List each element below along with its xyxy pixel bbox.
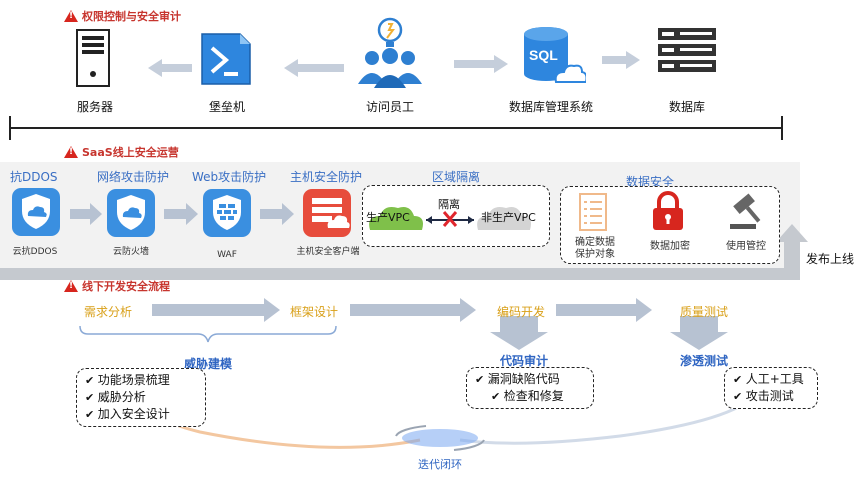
bastion-terminal-icon (201, 33, 251, 85)
section-title-offline: 线下开发安全流程 (64, 278, 170, 294)
host-security-icon (303, 189, 351, 237)
threat-modeling-list: 功能场景梳理 威胁分析 加入安全设计 (76, 368, 206, 427)
data-item-usage-control: 使用管控 (726, 241, 766, 252)
bastion-label: 堡垒机 (208, 100, 245, 114)
server-label: 服务器 (76, 100, 113, 114)
data-item-encryption: 数据加密 (650, 241, 690, 252)
threat-item: 威胁分析 (85, 389, 197, 406)
isolation-label: 隔离 (438, 198, 460, 211)
staff-label: 访问员工 (365, 100, 414, 114)
code-audit-title: 代码审计 (500, 354, 549, 368)
server-icon (76, 29, 110, 87)
database-label: 数据库 (668, 100, 705, 114)
lock-icon (653, 191, 683, 230)
firewall-caption: 云防火墙 (112, 247, 149, 257)
threat-item: 加入安全设计 (85, 406, 197, 423)
isolation-diagram (369, 207, 531, 230)
top-flow-arrows (9, 51, 783, 140)
staff-group-icon (358, 17, 422, 88)
pentest-list: 人工+工具 攻击测试 (724, 367, 818, 409)
database-rack-icon (658, 28, 716, 72)
ddos-title: 抗DDOS (10, 170, 58, 184)
nonprod-vpc-label: 非生产VPC (481, 211, 536, 224)
pentest-title: 渗透测试 (680, 354, 729, 368)
host-protection-title: 主机安全防护 (290, 170, 363, 184)
sql-text: SQL (529, 47, 558, 63)
step-coding: 编码开发 (497, 305, 546, 319)
arrow-dbms-to-database (602, 51, 640, 69)
step-requirements: 需求分析 (84, 305, 133, 319)
data-security-title: 数据安全 (626, 175, 675, 189)
arrow-code-to-qa (556, 298, 652, 322)
document-checklist-icon (579, 193, 607, 231)
dbms-label: 数据库管理系统 (508, 100, 593, 114)
iteration-loop-label: 迭代闭环 (418, 458, 462, 471)
data-item-protect-target: 确定数据 保护对象 (575, 237, 615, 260)
arrow-staff-to-bastion (284, 59, 344, 77)
threat-modeling-title: 威胁建模 (184, 357, 233, 371)
warning-icon (64, 10, 78, 22)
isolation-title: 区域隔离 (432, 170, 481, 184)
threat-item: 功能场景梳理 (85, 372, 197, 389)
prod-vpc-label: 生产VPC (366, 211, 410, 224)
warning-icon (64, 146, 78, 158)
pentest-item: 攻击测试 (733, 388, 809, 405)
code-audit-item: 漏洞缺陷代码 (475, 371, 585, 388)
waf-shield-icon (203, 189, 251, 237)
ddos-caption: 云抗DDOS (12, 247, 58, 257)
code-audit-item: 检查和修复 (475, 388, 585, 405)
arrow-code-down (490, 316, 548, 350)
brace-threat-modeling (79, 325, 337, 343)
nonprod-vpc-cloud (477, 207, 531, 230)
waf-caption: WAF (217, 250, 237, 260)
arrow-qa-down (670, 316, 728, 350)
arrow-req-to-arch (152, 298, 280, 322)
prod-vpc-cloud (369, 207, 423, 230)
code-audit-list: 漏洞缺陷代码 检查和修复 (466, 367, 594, 409)
step-quality-test: 质量测试 (680, 305, 729, 319)
arrow-arch-to-code (350, 298, 476, 322)
pentest-item: 人工+工具 (733, 371, 809, 388)
section-title-access-control: 权限控制与安全审计 (64, 8, 181, 24)
cloud-firewall-icon (107, 189, 155, 237)
gavel-icon (730, 193, 761, 229)
step-architecture: 框架设计 (290, 305, 339, 319)
loop-glow (402, 429, 478, 447)
web-protection-title: Web攻击防护 (192, 170, 267, 184)
arrow-staff-to-dbms (454, 55, 508, 73)
sql-database-icon: SQL (524, 27, 586, 83)
network-protection-title: 网络攻击防护 (97, 170, 170, 184)
host-caption: 主机安全客户端 (296, 247, 360, 257)
arrow-bastion-to-server (148, 59, 192, 77)
section-title-saas: SaaS线上安全运营 (64, 144, 179, 160)
warning-icon (64, 280, 78, 292)
release-label: 发布上线 (806, 252, 855, 266)
release-arrow (0, 224, 808, 280)
cloud-ddos-icon (12, 188, 60, 236)
